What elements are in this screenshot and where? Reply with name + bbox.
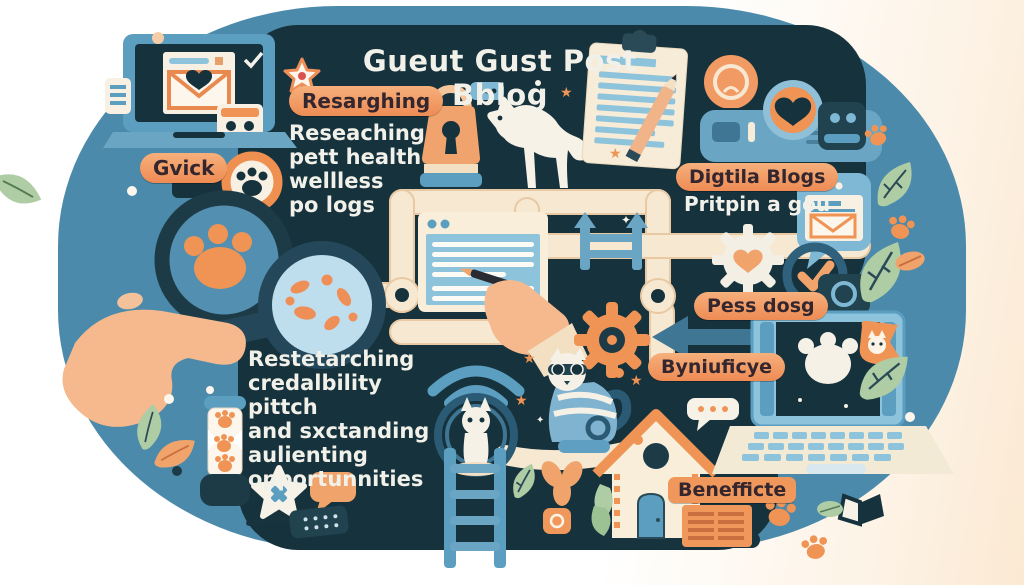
leaf-icon	[860, 242, 901, 303]
page-title: Gueut Gust Post Bblog	[362, 44, 638, 112]
ladder-icon	[444, 448, 506, 568]
remote-icon	[289, 505, 349, 539]
laptop-paw-icon	[712, 310, 954, 474]
gear-heart-icon	[712, 224, 784, 296]
leaf-orange-icon	[117, 292, 143, 310]
leaf-icon	[877, 162, 912, 207]
star-icon: ✦	[536, 415, 545, 426]
star-cross-icon	[251, 465, 307, 519]
credibility-text: Restetarching credalbility pittch and sx…	[248, 347, 430, 491]
book-icon	[837, 493, 884, 527]
badge-byniuficye: Byniuficye	[648, 353, 786, 381]
star-badge-icon	[283, 57, 321, 93]
leaf-trio-icon	[541, 461, 583, 506]
striped-cat-icon	[548, 348, 632, 453]
decor-dot	[535, 80, 541, 86]
decor-dot	[152, 32, 164, 44]
badge-gvick: Gvick	[140, 153, 228, 183]
leaf-icon	[859, 356, 908, 400]
ladder-arrows-icon	[574, 212, 648, 270]
camera-icon	[818, 102, 866, 150]
decor-dot	[172, 466, 182, 476]
chat-dots-bubble-icon	[470, 82, 504, 106]
researching-text: Reseaching pett health wellless po logs	[289, 121, 425, 217]
star-icon: ★	[515, 393, 528, 409]
clipboard-pencil-icon	[581, 30, 688, 170]
hourglass-paws-icon	[200, 396, 250, 506]
decor-dot	[206, 386, 214, 394]
camera-small-icon	[818, 274, 870, 314]
padlock-icon	[420, 84, 482, 187]
leaf-icon	[0, 174, 42, 204]
pritpin-text: Pritpin a gou	[684, 192, 831, 216]
decor-dot	[127, 186, 137, 196]
cat-flag-icon	[859, 320, 900, 365]
laptop-mail-heart-icon	[103, 34, 297, 148]
leaf-icon	[137, 404, 162, 450]
leaf-icon	[513, 463, 535, 499]
badge-benefficte: Benefficte	[668, 477, 797, 503]
hand-magnifier-kibble-icon	[62, 241, 386, 427]
paw-print-icon	[864, 124, 887, 146]
badge-pess-dosg: Pess dosg	[694, 292, 828, 320]
speech-dots-white-icon	[687, 398, 739, 431]
paw-print-icon	[889, 215, 915, 239]
dog-icon	[487, 96, 589, 188]
star-icon: ★	[630, 373, 643, 389]
decor-dot	[164, 394, 174, 404]
mail-speech-bubble-icon	[797, 173, 871, 269]
paw-print-icon	[801, 535, 827, 559]
star-icon: ★	[609, 146, 622, 162]
leaf-orange-icon	[895, 251, 925, 271]
leaf-orange-icon	[154, 440, 195, 468]
app-tile-icon	[543, 508, 571, 534]
badge-resarghing: Resarghing	[289, 86, 444, 116]
benefit-document-icon	[682, 505, 752, 547]
star-icon: ✦	[621, 213, 632, 227]
decor-dot	[905, 412, 915, 422]
badge-digtila-blogs: Digtila Blogs	[676, 163, 839, 191]
star-icon: ★	[523, 351, 536, 367]
left-arrow-icon	[652, 316, 812, 358]
leaf-small-icon	[817, 501, 843, 517]
star-icon: ★	[560, 85, 573, 101]
orange-gear-icon	[574, 302, 650, 378]
decor-dot	[614, 368, 624, 378]
